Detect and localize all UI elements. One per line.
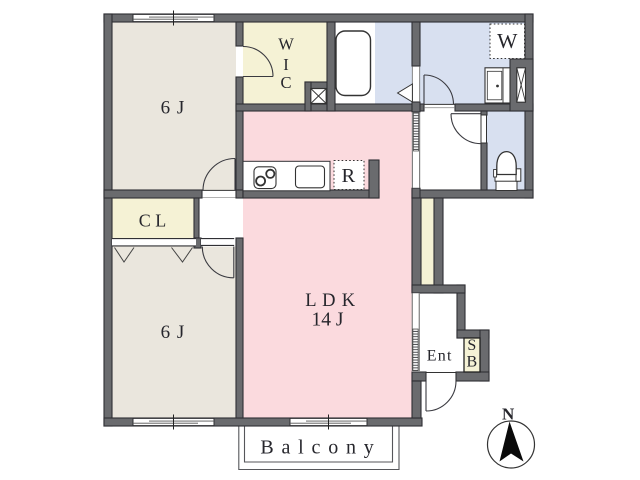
svg-text:I: I (283, 55, 289, 74)
svg-text:6 J: 6 J (161, 322, 186, 343)
svg-text:W: W (278, 34, 294, 53)
svg-text:N: N (502, 405, 515, 424)
svg-text:Ent: Ent (427, 348, 453, 365)
svg-text:Balcony: Balcony (260, 437, 381, 459)
svg-text:6 J: 6 J (161, 98, 186, 119)
svg-text:W: W (497, 29, 518, 53)
svg-text:C: C (280, 73, 291, 92)
svg-text:B: B (466, 354, 477, 371)
svg-text:S: S (467, 337, 476, 354)
svg-text:R: R (341, 165, 355, 187)
svg-text:L D K: L D K (305, 291, 356, 311)
svg-text:C L: C L (139, 211, 167, 231)
svg-text:14 J: 14 J (312, 310, 344, 331)
